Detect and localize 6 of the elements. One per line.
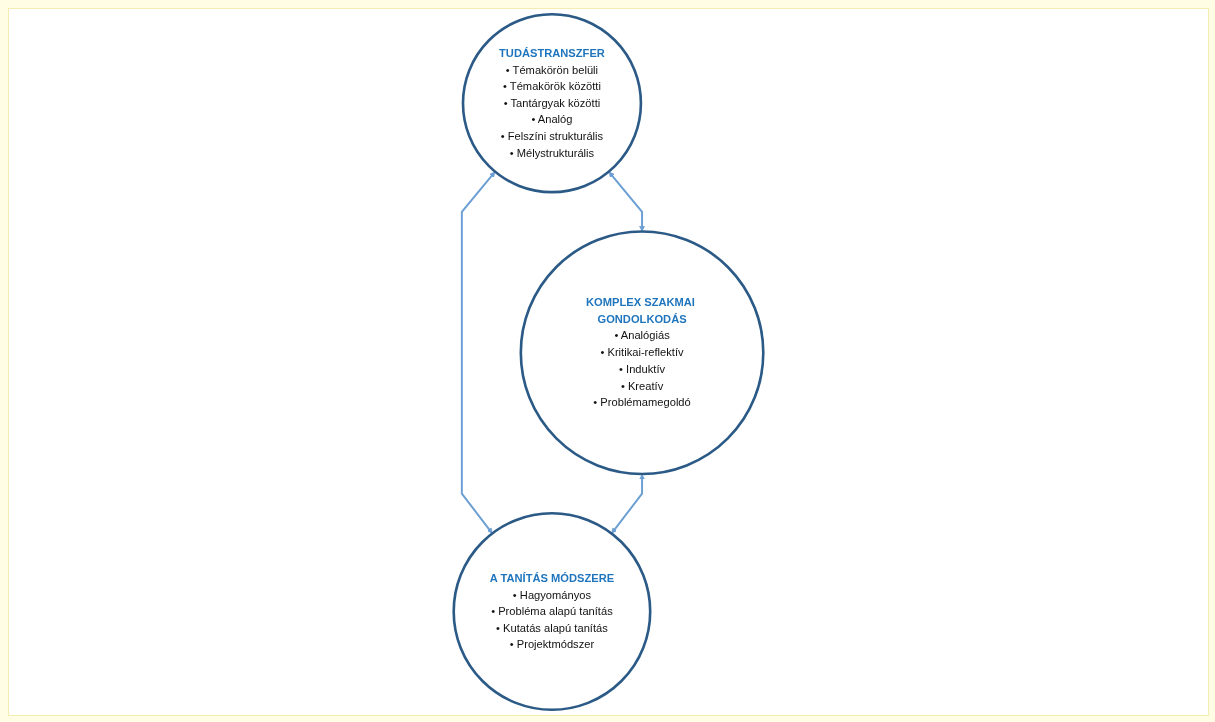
arrow: [608, 171, 645, 232]
node-circle: KOMPLEX SZAKMAI GONDOLKODÁS • Analógiás • Kritikai-reflektív • Induktív • Kreatív • Problémamegoldó: [519, 230, 765, 476]
node-circle: A TANÍTÁS MÓDSZERE • Hagyományos • Probléma alapú tanítás • Kutatás alapú tanítás • Projektmódszer: [452, 511, 652, 712]
arrow: [460, 171, 496, 534]
node-circle: TUDÁSTRANSZFER • Témakörön belüli • Témakörök közötti • Tantárgyak közötti • Analóg • Felszíni strukturális • Mélystrukturális: [461, 12, 643, 194]
arrow: [611, 473, 645, 534]
